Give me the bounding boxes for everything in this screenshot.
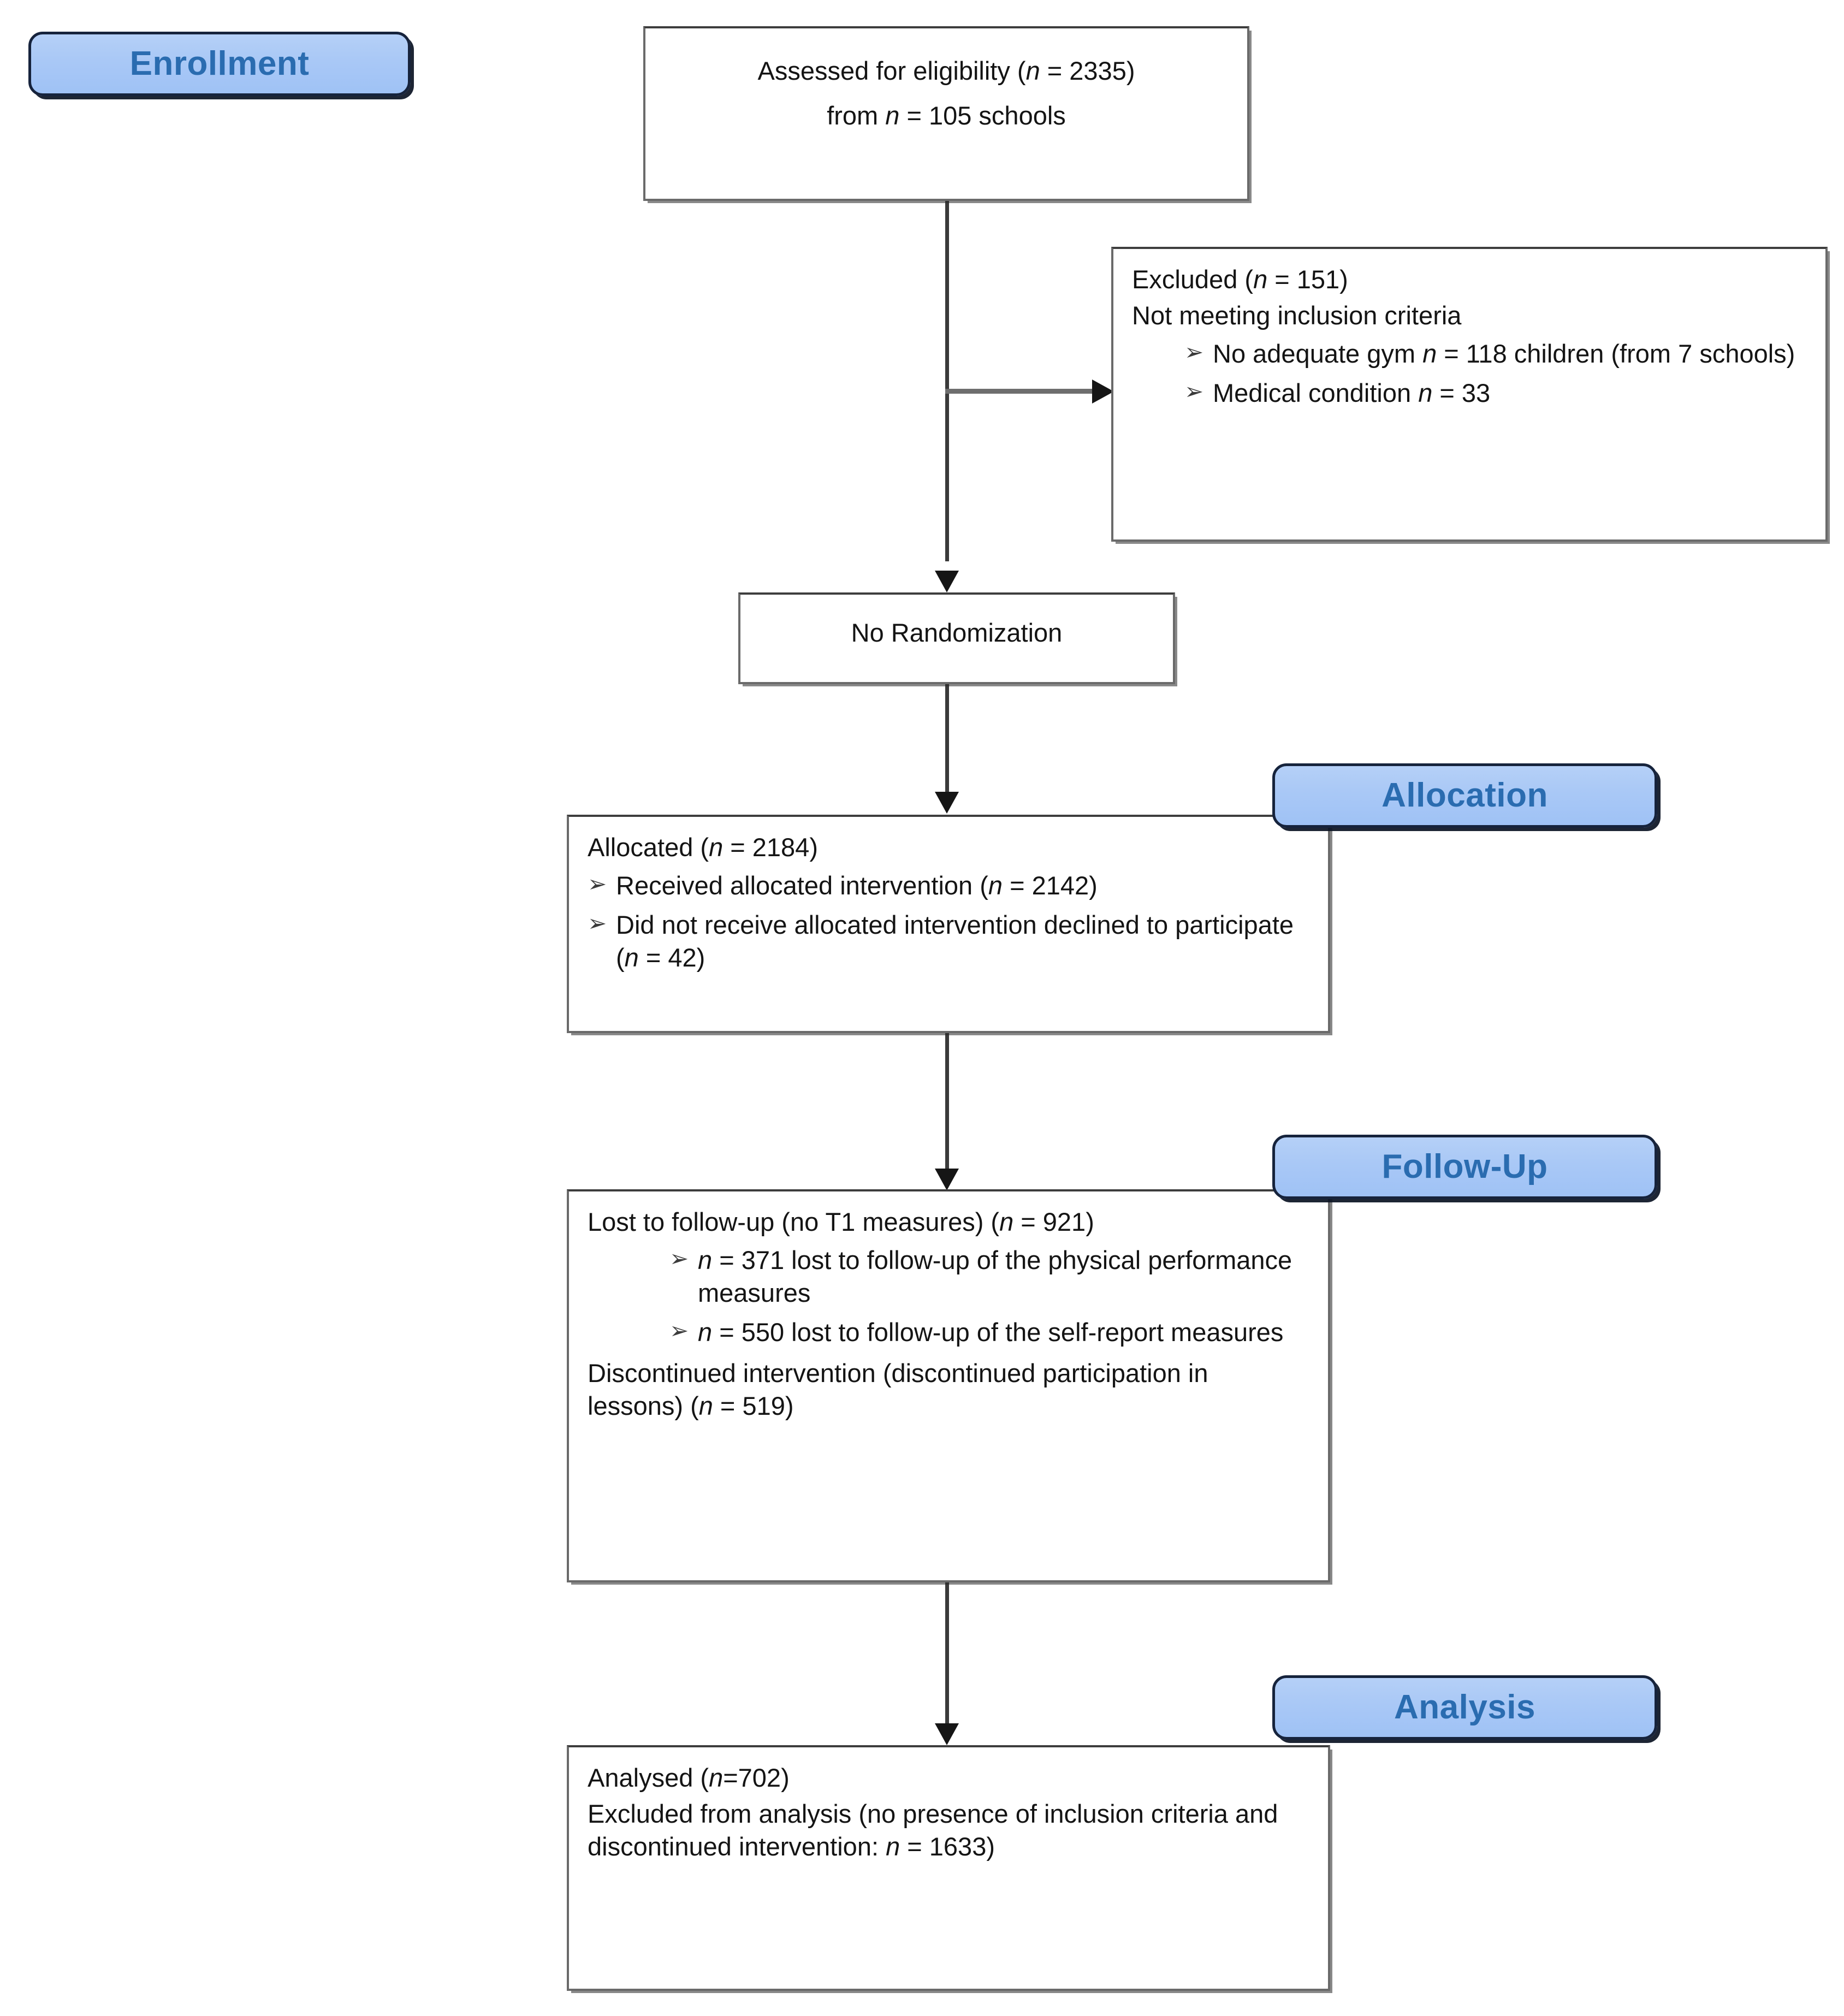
arrowhead-into-excluded xyxy=(1092,380,1114,404)
connector-eligibility-to-randomization xyxy=(945,201,949,561)
arrowhead-into-followup xyxy=(935,1169,959,1190)
list-item: ➢ n = 550 lost to follow-up of the self-… xyxy=(669,1316,1309,1349)
no-randomization-label: No Randomization xyxy=(851,618,1063,647)
node-excluded: Excluded (n = 151) Not meeting inclusion… xyxy=(1111,247,1828,542)
node-analysed: Analysed (n=702) Excluded from analysis … xyxy=(567,1745,1330,1991)
node-no-randomization: No Randomization xyxy=(738,592,1175,684)
excluded-line-1: Excluded (n = 151) xyxy=(1132,265,1348,294)
list-item: ➢ Received allocated intervention (n = 2… xyxy=(588,869,1309,902)
arrow-bullet-icon: ➢ xyxy=(669,1246,689,1272)
node-allocated: Allocated (n = 2184) ➢ Received allocate… xyxy=(567,815,1330,1033)
arrow-bullet-icon: ➢ xyxy=(588,910,607,936)
list-item: ➢ No adequate gym n = 118 children (from… xyxy=(1184,337,1807,370)
arrow-bullet-icon: ➢ xyxy=(1184,378,1204,405)
arrowhead-into-analysis xyxy=(935,1723,959,1745)
arrowhead-into-randomization xyxy=(935,571,959,592)
excluded-bullet-1: No adequate gym n = 118 children (from 7… xyxy=(1213,339,1795,369)
connector-followup-to-analysis xyxy=(945,1582,949,1727)
arrow-bullet-icon: ➢ xyxy=(588,871,607,897)
allocated-bullet-2: Did not receive allocated intervention d… xyxy=(616,910,1294,973)
list-item: ➢ n = 371 lost to follow-up of the physi… xyxy=(669,1244,1309,1309)
analysed-line-1: Analysed (n=702) xyxy=(588,1763,790,1792)
arrowhead-into-allocated xyxy=(935,792,959,814)
node-assessed-for-eligibility: Assessed for eligibility (n = 2335) from… xyxy=(643,26,1249,201)
stage-badge-enrollment-label: Enrollment xyxy=(129,45,310,82)
allocated-bullet-list: ➢ Received allocated intervention (n = 2… xyxy=(588,869,1309,974)
excluded-line-2: Not meeting inclusion criteria xyxy=(1132,301,1462,330)
arrow-bullet-icon: ➢ xyxy=(1184,339,1204,365)
excluded-bullet-2: Medical condition n = 33 xyxy=(1213,378,1491,408)
list-item: ➢ Medical condition n = 33 xyxy=(1184,377,1807,410)
stage-badge-enrollment: Enrollment xyxy=(28,32,411,96)
node-lost-to-followup: Lost to follow-up (no T1 measures) (n = … xyxy=(567,1189,1330,1582)
followup-line-1: Lost to follow-up (no T1 measures) (n = … xyxy=(588,1207,1094,1236)
followup-bullet-1: n = 371 lost to follow-up of the physica… xyxy=(698,1246,1292,1308)
connector-allocated-to-followup xyxy=(945,1033,949,1172)
connector-randomization-to-allocated xyxy=(945,684,949,796)
allocated-bullet-1: Received allocated intervention (n = 214… xyxy=(616,871,1098,900)
excluded-bullet-list: ➢ No adequate gym n = 118 children (from… xyxy=(1184,337,1807,410)
analysed-line-2: Excluded from analysis (no presence of i… xyxy=(588,1799,1278,1861)
followup-bullet-2: n = 550 lost to follow-up of the self-re… xyxy=(698,1318,1284,1347)
list-item: ➢ Did not receive allocated intervention… xyxy=(588,909,1309,974)
assessed-eligibility-line-2: from n = 105 schools xyxy=(827,101,1066,131)
followup-bullet-list: ➢ n = 371 lost to follow-up of the physi… xyxy=(669,1244,1309,1349)
allocated-line-1: Allocated (n = 2184) xyxy=(588,833,818,862)
connector-eligibility-to-excluded xyxy=(945,389,1102,394)
followup-line-2: Discontinued intervention (discontinued … xyxy=(588,1358,1208,1420)
stage-badge-analysis: Analysis xyxy=(1272,1675,1657,1740)
arrow-bullet-icon: ➢ xyxy=(669,1318,689,1344)
stage-badge-analysis-label: Analysis xyxy=(1394,1688,1536,1726)
stage-badge-follow-up: Follow-Up xyxy=(1272,1135,1657,1199)
stage-badge-follow-up-label: Follow-Up xyxy=(1381,1148,1548,1185)
stage-badge-allocation-label: Allocation xyxy=(1381,776,1548,814)
assessed-eligibility-line-1: Assessed for eligibility (n = 2335) xyxy=(757,56,1135,85)
stage-badge-allocation: Allocation xyxy=(1272,763,1657,828)
